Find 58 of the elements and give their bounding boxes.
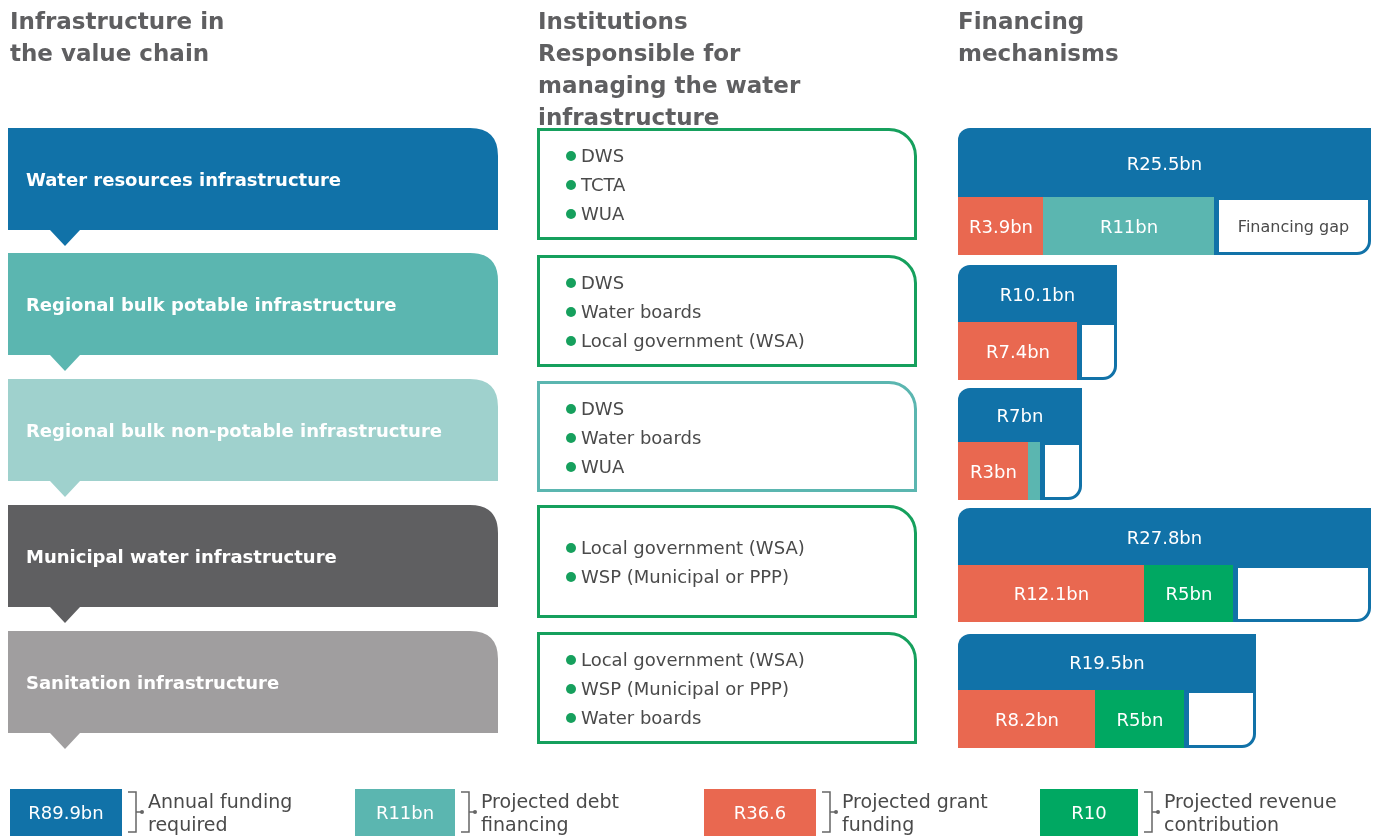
chevron-label-box bbox=[8, 505, 498, 625]
legend-text: Projected debt financing bbox=[481, 790, 621, 836]
row-label: Regional bulk non-potable infrastructure bbox=[26, 419, 442, 441]
legend-swatch: R10 bbox=[1040, 789, 1138, 836]
row-label: Municipal water infrastructure bbox=[26, 545, 337, 567]
list-item: Local government (WSA) bbox=[581, 330, 805, 351]
bar-segment: R3.9bn bbox=[958, 197, 1044, 255]
gap-segment bbox=[1040, 442, 1082, 500]
column-heading: Financing mechanisms bbox=[958, 7, 1120, 68]
bar-segment: R3bn bbox=[958, 442, 1029, 500]
legend-swatch: R89.9bn bbox=[10, 789, 122, 836]
chevron-label-box bbox=[8, 379, 498, 499]
funding-bar: R7bn bbox=[958, 388, 1082, 443]
list-item: DWS bbox=[581, 272, 625, 293]
list-item: WUA bbox=[581, 203, 625, 224]
institution-box bbox=[537, 381, 917, 492]
institution-box bbox=[537, 128, 917, 240]
legend-text: Projected grant funding bbox=[842, 790, 989, 836]
legend-text: Projected revenue contribution bbox=[1164, 790, 1338, 836]
row-label: Sanitation infrastructure bbox=[26, 671, 280, 693]
list-item: Water boards bbox=[581, 427, 702, 448]
chevron-label-box bbox=[8, 631, 498, 751]
chevron-label-box bbox=[8, 128, 498, 248]
bar-segment: R7.4bn bbox=[958, 322, 1078, 380]
bar-segment: R12.1bn bbox=[958, 565, 1145, 622]
gap-segment: Financing gap bbox=[1214, 197, 1371, 255]
legend-text: Annual funding required bbox=[148, 790, 294, 836]
bar-segment: R5bn bbox=[1095, 690, 1185, 748]
list-item: Water boards bbox=[581, 301, 702, 322]
institution-box bbox=[537, 632, 917, 744]
row-label: Water resources infrastructure bbox=[26, 168, 342, 190]
funding-bar: R10.1bn bbox=[958, 265, 1117, 323]
list-item: TCTA bbox=[581, 174, 626, 195]
gap-segment bbox=[1077, 322, 1117, 380]
bar-segment: R11bn bbox=[1043, 197, 1215, 255]
list-item: DWS bbox=[581, 398, 625, 419]
gap-segment bbox=[1233, 565, 1371, 622]
funding-bar: R27.8bn bbox=[958, 508, 1371, 566]
legend-swatch: R36.6 bbox=[704, 789, 816, 836]
institution-box bbox=[537, 505, 917, 618]
row-label: Regional bulk potable infrastructure bbox=[26, 293, 397, 315]
list-item: WSP (Municipal or PPP) bbox=[581, 678, 789, 699]
list-item: WSP (Municipal or PPP) bbox=[581, 566, 789, 587]
column-heading: Infrastructure in the value chain bbox=[10, 7, 226, 68]
legend-swatch: R11bn bbox=[355, 789, 455, 836]
bar-segment: R5bn bbox=[1144, 565, 1234, 622]
chevron-label-box bbox=[8, 253, 498, 373]
funding-bar: R25.5bn bbox=[958, 128, 1371, 198]
list-item: Water boards bbox=[581, 707, 702, 728]
gap-segment bbox=[1184, 690, 1256, 748]
column-heading: Institutions Responsible for managing the water infrastructure bbox=[538, 7, 802, 132]
list-item: WUA bbox=[581, 456, 625, 477]
funding-bar: R19.5bn bbox=[958, 634, 1256, 691]
list-item: Local government (WSA) bbox=[581, 649, 805, 670]
list-item: Local government (WSA) bbox=[581, 537, 805, 558]
institution-box bbox=[537, 255, 917, 367]
bar-segment: R8.2bn bbox=[958, 690, 1096, 748]
list-item: DWS bbox=[581, 145, 625, 166]
